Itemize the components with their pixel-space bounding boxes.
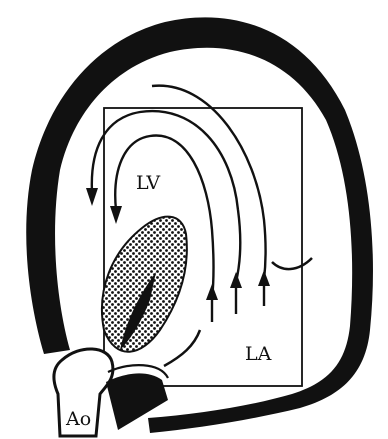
arrow-up-icon (230, 272, 242, 288)
arrow-up-icon (258, 270, 270, 286)
label-la: LA (245, 345, 271, 364)
posterior-hook (272, 258, 312, 269)
label-ao: Ao (66, 410, 91, 429)
anterior-leaflet-arc (164, 330, 200, 366)
arrow-up-icon (206, 284, 218, 300)
arrow-down-icon (86, 188, 98, 206)
valve-leaflet (102, 217, 187, 352)
label-lv: LV (136, 174, 160, 193)
arrow-down-icon (110, 206, 122, 224)
